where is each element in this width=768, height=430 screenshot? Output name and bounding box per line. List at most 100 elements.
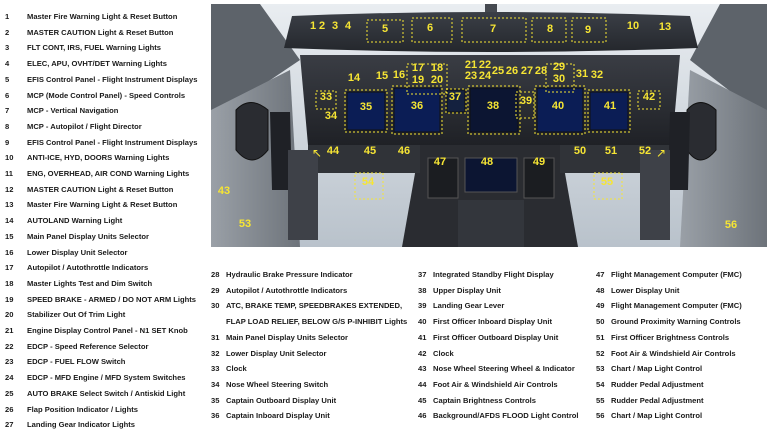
legend-text: ATC, BRAKE TEMP, SPEEDBRAKES EXTENDED, xyxy=(226,301,403,311)
legend-number: 11 xyxy=(5,169,14,178)
callout-label-23: 23 xyxy=(465,70,477,82)
legend-number: 6 xyxy=(5,90,10,100)
legend-text: Flight Management Computer (FMC) xyxy=(611,301,742,311)
legend-number: 49 xyxy=(596,301,605,311)
legend-text: Flap Position Indicator / Lights xyxy=(27,404,138,414)
callout-label-48: 48 xyxy=(481,156,493,168)
legend-number: 53 xyxy=(596,364,605,374)
legend-item: 46 Background/AFDS FLOOD Light Control xyxy=(418,411,579,421)
callout-label-28: 28 xyxy=(535,65,547,77)
callout-label-18: 18 xyxy=(431,62,443,74)
fo-yoke-right-horn xyxy=(686,102,717,161)
callout-label-51: 51 xyxy=(605,145,617,157)
legend-number: 39 xyxy=(418,301,427,311)
legend-number: 20 xyxy=(5,310,14,320)
legend-text: EDCP - MFD Engine / MFD System Switches xyxy=(27,373,186,383)
legend-number: 46 xyxy=(418,411,427,421)
legend-number: 27 xyxy=(5,420,14,430)
callout-label-22: 22 xyxy=(479,59,491,71)
legend-text: Master Fire Warning Light & Reset Button xyxy=(27,200,178,210)
callout-label-5: 5 xyxy=(382,23,388,35)
callout-label-19: 19 xyxy=(412,74,424,86)
legend-number: 32 xyxy=(211,348,220,358)
right-window-frame xyxy=(690,4,767,120)
legend-number: 15 xyxy=(5,231,14,241)
legend-text: Ground Proximity Warning Controls xyxy=(611,317,741,327)
legend-number: 19 xyxy=(5,294,14,304)
legend-number: 25 xyxy=(5,388,14,398)
legend-text: ANTI-ICE, HYD, DOORS Warning Lights xyxy=(27,153,170,163)
callout-label-20: 20 xyxy=(431,74,443,86)
legend-item: 30 ATC, BRAKE TEMP, SPEEDBRAKES EXTENDED, xyxy=(211,301,402,311)
legend-number: 28 xyxy=(211,270,220,279)
callout-label-29: 29 xyxy=(553,61,565,73)
legend-text: Autopilot / Autothrottle Indicators xyxy=(27,263,149,273)
legend-text: Hydraulic Brake Pressure Indicator xyxy=(226,270,353,279)
legend-text: Rudder Pedal Adjustment xyxy=(611,395,704,405)
legend-text: EDCP - FUEL FLOW Switch xyxy=(27,357,126,367)
legend-number: 45 xyxy=(418,395,427,405)
legend-number: 16 xyxy=(5,247,14,257)
legend-number: 24 xyxy=(5,373,14,383)
legend-number: 26 xyxy=(5,404,14,414)
callout-label-49: 49 xyxy=(533,156,545,168)
callout-label-7: 7 xyxy=(490,23,496,35)
legend-number: 56 xyxy=(596,411,605,421)
legend-text: EFIS Control Panel - Flight Instrument D… xyxy=(27,74,198,84)
callout-label-33: 33 xyxy=(320,91,332,103)
legend-number: 35 xyxy=(211,395,220,405)
legend-number: 52 xyxy=(596,348,605,358)
legend-text: Captain Brightness Controls xyxy=(433,395,536,405)
legend-number: 9 xyxy=(5,137,10,147)
callout-label-50: 50 xyxy=(574,145,586,157)
legend-text: Main Panel Display Units Selector xyxy=(226,332,348,342)
legend-number: 41 xyxy=(418,332,427,342)
legend-text: Lower Display Unit Selector xyxy=(226,348,327,358)
arrow-44-icon: ↖ xyxy=(312,146,322,160)
legend-text: Background/AFDS FLOOD Light Control xyxy=(433,411,579,421)
callout-label-41: 41 xyxy=(604,100,616,112)
legend-number: 36 xyxy=(211,411,220,421)
legend-item: 28 Hydraulic Brake Pressure Indicator xyxy=(211,270,353,280)
legend-item: 49 Flight Management Computer (FMC) xyxy=(596,301,742,311)
callout-label-10: 10 xyxy=(627,20,639,32)
legend-number: 22 xyxy=(5,341,14,351)
callout-label-3: 3 xyxy=(332,20,338,32)
callout-label-13: 13 xyxy=(659,21,671,33)
callout-label-47: 47 xyxy=(434,156,446,168)
legend-number: 18 xyxy=(5,278,14,288)
legend-number: 37 xyxy=(418,270,427,279)
legend-number: 48 xyxy=(596,285,605,295)
legend-text: First Officer Brightness Controls xyxy=(611,332,730,342)
left-window-frame xyxy=(211,4,300,120)
callout-label-39: 39 xyxy=(520,95,532,107)
legend-text: Clock xyxy=(226,364,247,374)
legend-number: 30 xyxy=(211,301,220,311)
